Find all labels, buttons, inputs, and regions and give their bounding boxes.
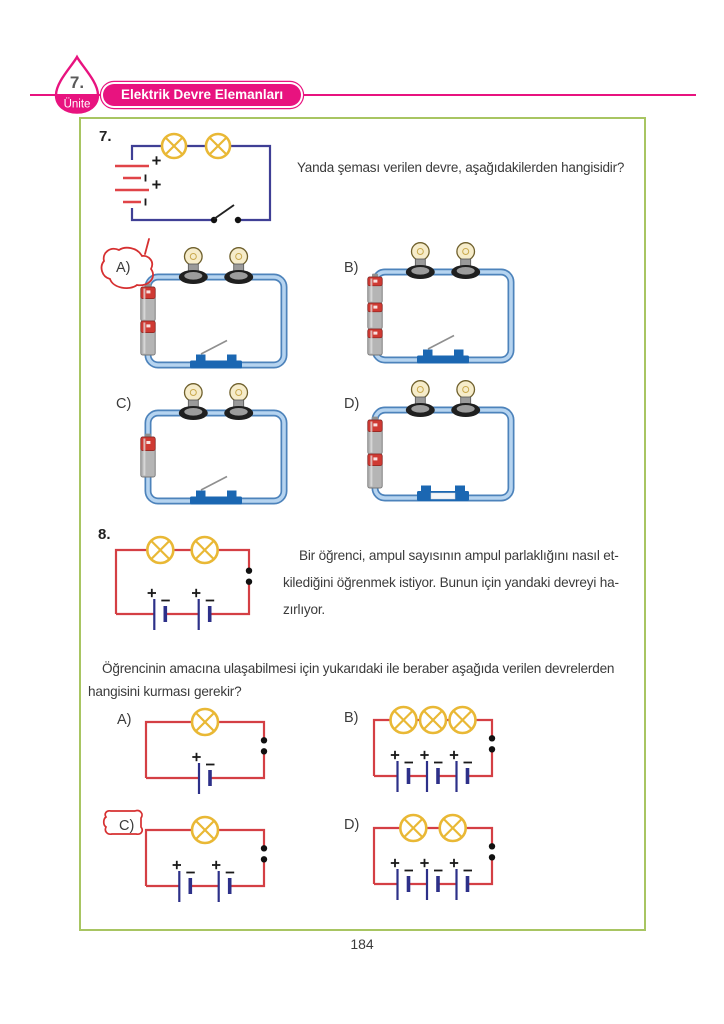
q7-option-d: D) bbox=[343, 380, 543, 520]
q8-option-c: C) bbox=[116, 809, 306, 914]
unit-badge: 7. Ünite bbox=[54, 54, 100, 114]
question-8-followup: Öğrencinin amacına ulaşabilmesi için yuk… bbox=[88, 661, 615, 699]
q7-option-d-circuit bbox=[357, 380, 527, 515]
q7-option-d-label: D) bbox=[344, 396, 360, 412]
q8-option-b-label: B) bbox=[344, 710, 359, 726]
q8-option-a-circuit bbox=[130, 702, 280, 802]
q8-option-b: B) bbox=[343, 700, 533, 805]
question-8-number: 8. bbox=[98, 526, 111, 543]
q7-option-c-label: C) bbox=[116, 396, 132, 412]
question-7-number: 7. bbox=[99, 128, 112, 145]
drop-lower-band bbox=[56, 94, 98, 113]
q7-option-b-label: B) bbox=[344, 260, 359, 276]
unit-number: 7. bbox=[70, 73, 84, 92]
q7-option-b: B) bbox=[343, 242, 543, 382]
q8-option-a-label: A) bbox=[117, 712, 132, 728]
q8-option-c-label: C) bbox=[119, 818, 135, 834]
unit-word: Ünite bbox=[64, 99, 91, 111]
answer-mark-q8 bbox=[102, 809, 144, 835]
q8-option-d: D) bbox=[343, 807, 533, 912]
q8-option-d-circuit bbox=[358, 808, 508, 908]
q8-option-d-label: D) bbox=[344, 817, 360, 833]
q8-option-c-circuit bbox=[130, 810, 280, 910]
q8-option-b-circuit bbox=[358, 700, 508, 800]
question-8-circuit-schematic bbox=[100, 530, 265, 638]
q7-option-a-label: A) bbox=[116, 260, 131, 276]
q8-option-a: A) bbox=[116, 702, 306, 807]
q7-option-c-circuit bbox=[130, 383, 300, 518]
q7-option-a-circuit bbox=[130, 247, 300, 382]
q7-option-b-circuit bbox=[357, 242, 527, 377]
unit-title-pill: Elektrik Devre Elemanları bbox=[103, 84, 302, 106]
question-8-prompt: Bir öğrenci, ampul sayısının ampul parla… bbox=[283, 548, 619, 617]
question-7-circuit-schematic bbox=[108, 126, 303, 238]
question-7-prompt: Yanda şeması verilen devre, aşağıdakiler… bbox=[297, 160, 625, 175]
content-box bbox=[79, 117, 646, 931]
answer-mark-q7 bbox=[100, 238, 154, 290]
unit-title: Elektrik Devre Elemanları bbox=[121, 87, 284, 102]
q7-option-c: C) bbox=[116, 383, 316, 523]
page-number: 184 bbox=[350, 936, 374, 952]
header-rule bbox=[30, 94, 696, 96]
q7-option-a: A) bbox=[116, 247, 316, 387]
